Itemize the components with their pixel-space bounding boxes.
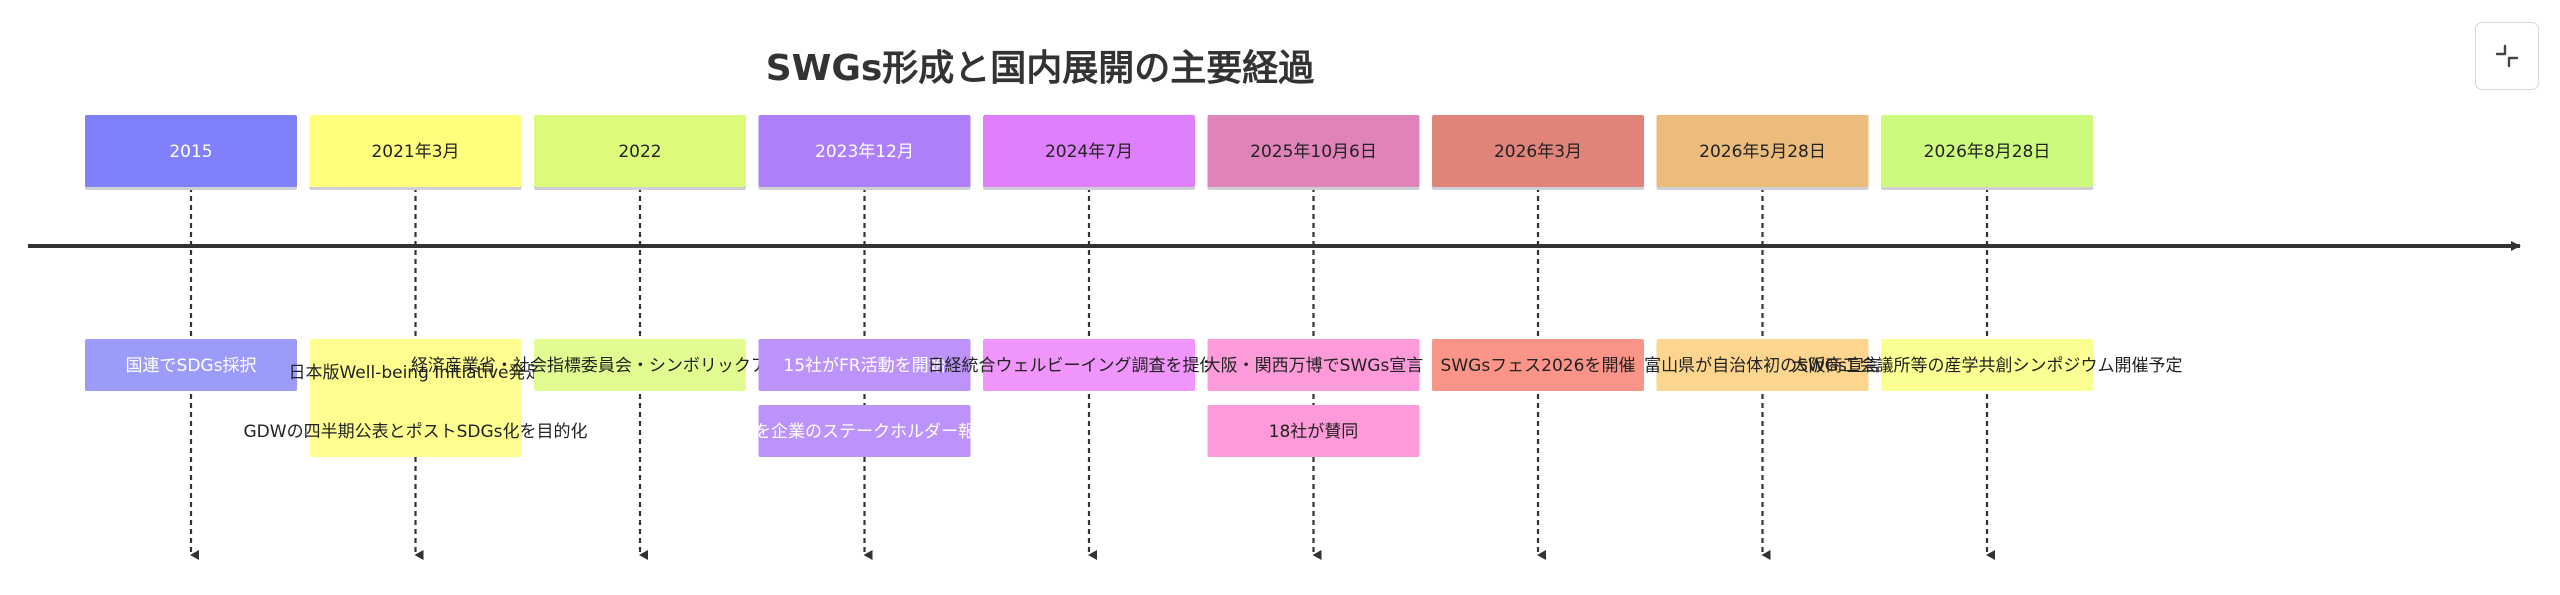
event-box [309, 405, 522, 457]
period-box [1432, 115, 1644, 187]
event-label: 大阪商工会議所等の産学共創シンポジウム開催予定 [1792, 356, 2183, 376]
period-label: 2015 [169, 142, 212, 162]
period-box [1881, 115, 2093, 187]
event-box [1432, 339, 1644, 391]
period-label: 2026年5月28日 [1699, 142, 1826, 162]
period-label: 2022 [618, 142, 661, 162]
event-label: 日経統合ウェルビーイング調査を提供開始 [928, 356, 1251, 376]
event-label: 大阪・関西万博でSWGs宣言 [1204, 356, 1424, 376]
event-label: 指標を企業のステークホルダー報告に [720, 422, 1009, 442]
period-label: 2026年3月 [1494, 142, 1582, 162]
period-group: 2022 経済産業省・社会指標委員会・シンボリックアクション開始 [411, 115, 869, 560]
period-group: 2026年3月 SWGsフェス2026を開催 [1432, 115, 1644, 560]
event-label: GDWの四半期公表とポストSDGs化を目的化 [244, 422, 588, 442]
period-box [758, 115, 971, 187]
event-box [758, 405, 971, 457]
period-box [983, 115, 1195, 187]
event-box [1881, 339, 2093, 391]
event-label: 15社がFR活動を開始 [783, 356, 945, 376]
collapse-icon [2495, 44, 2519, 68]
zoom-toggle-button[interactable] [2475, 22, 2539, 90]
period-group: 2015 国連でSDGs採択 [85, 115, 297, 560]
event-box [983, 339, 1195, 391]
event-box [758, 339, 971, 391]
diagram-title: SWGs形成と国内展開の主要経過 [766, 48, 1316, 89]
period-box [1656, 115, 1869, 187]
period-box [534, 115, 746, 187]
event-box [534, 339, 746, 391]
period-label: 2024年7月 [1045, 142, 1133, 162]
period-label: 2025年10月6日 [1250, 142, 1377, 162]
event-box [1207, 339, 1420, 391]
event-label: SWGsフェス2026を開催 [1441, 356, 1636, 376]
period-box [309, 115, 522, 187]
event-box [85, 339, 297, 391]
period-label: 2021年3月 [371, 142, 459, 162]
event-box [1207, 405, 1420, 457]
period-box [85, 115, 297, 187]
event-label: 日本版Well-being Initiative発足 [288, 363, 542, 383]
event-box [1656, 339, 1869, 391]
event-label: 18社が賛同 [1269, 422, 1359, 442]
event-label: 経済産業省・社会指標委員会・シンボリックアクション開始 [411, 356, 869, 376]
event-label: 国連でSDGs採択 [126, 356, 257, 376]
period-label: 2023年12月 [815, 142, 914, 162]
event-box [309, 339, 522, 405]
period-box [1207, 115, 1420, 187]
event-label: 富山県が自治体初のSWGs宣言 [1644, 356, 1881, 376]
period-label: 2026年8月28日 [1924, 142, 2051, 162]
